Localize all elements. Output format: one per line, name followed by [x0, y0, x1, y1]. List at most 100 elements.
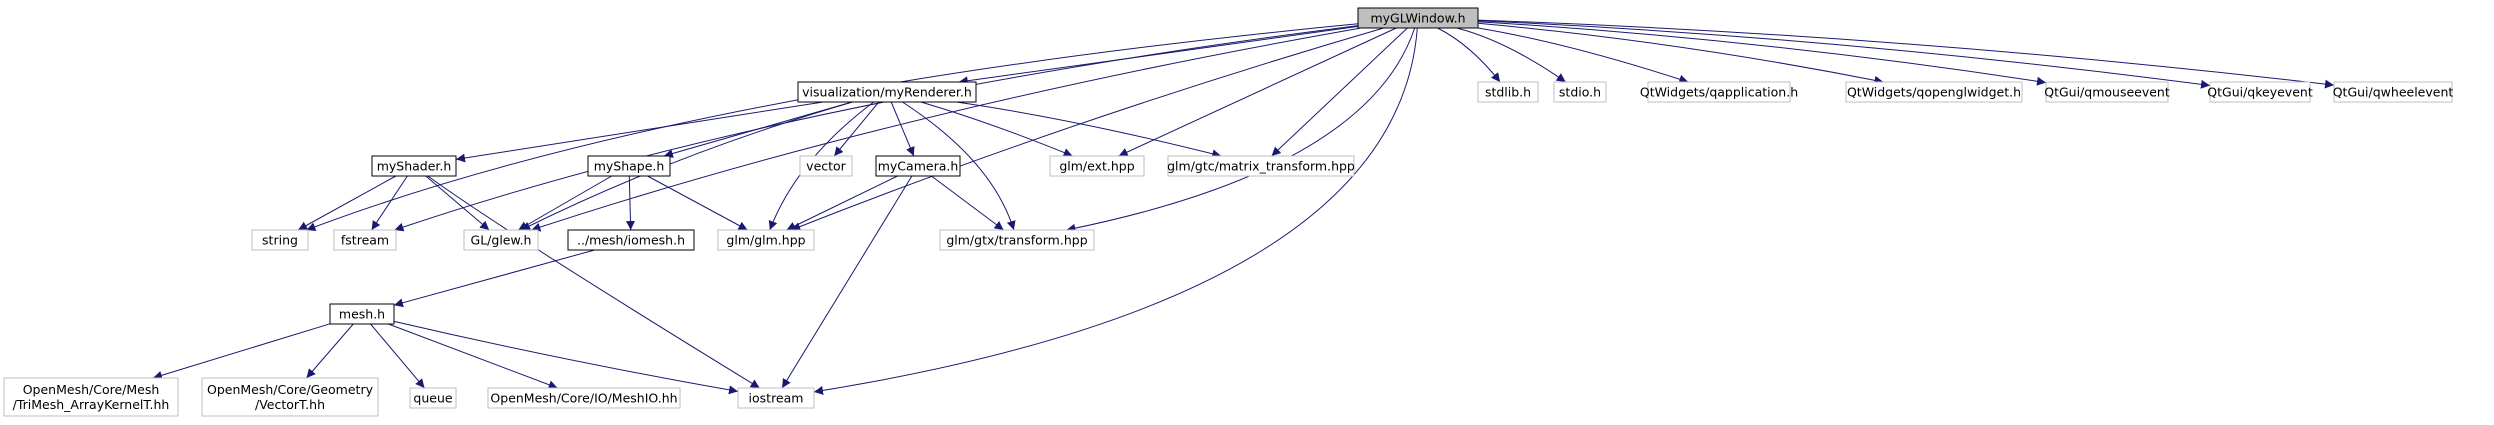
node-glew: GL/glew.h	[463, 229, 539, 251]
edge-root-to-glm	[791, 27, 1384, 231]
node-box-myshape	[587, 155, 671, 177]
node-label-myshader: myShader.h	[377, 159, 452, 174]
node-label-gtxtransform: glm/gtx/transform.hpp	[946, 233, 1087, 248]
node-label-mesh: mesh.h	[339, 307, 385, 322]
node-renderer[interactable]: visualization/myRenderer.h	[797, 81, 977, 103]
edge-myshader-to-fstream	[371, 175, 408, 231]
edge-mesh-to-meshio	[388, 323, 558, 390]
edge-root-to-matrixtransform	[1271, 27, 1408, 157]
edge-root-to-renderer	[958, 25, 1359, 86]
node-iostream: iostream	[737, 387, 815, 409]
edge-renderer-to-glmext	[920, 101, 1073, 157]
node-box-qmouseevent	[2045, 81, 2169, 103]
edge-root-to-glmext	[1118, 27, 1397, 157]
node-box-renderer	[797, 81, 977, 103]
node-box-root	[1357, 7, 1479, 29]
edge-myshader-to-glew	[425, 175, 490, 231]
node-box-qopenglwidget	[1845, 81, 2023, 103]
node-label-meshio: OpenMesh/Core/IO/MeshIO.hh	[490, 391, 677, 406]
node-myshape[interactable]: myShape.h	[587, 155, 671, 177]
node-qkeyevent: QtGui/qkeyevent	[2207, 81, 2313, 103]
node-label-queue: queue	[413, 391, 452, 406]
node-string: string	[251, 229, 309, 251]
node-box-qapplication	[1647, 81, 1791, 103]
edge-mycamera-to-gtxtransform	[931, 175, 1004, 231]
node-label-iostream: iostream	[749, 391, 804, 406]
node-label-root: myGLWindow.h	[1370, 11, 1465, 26]
node-label-vectort-line-2: /VectorT.hh	[255, 397, 325, 412]
node-gtxtransform: glm/gtx/transform.hpp	[939, 229, 1095, 251]
edge-mesh-to-vectort	[306, 323, 354, 379]
node-qopenglwidget: QtWidgets/qopenglwidget.h	[1845, 81, 2023, 103]
nodes-layer: myGLWindow.h visualization/myRenderer.h st…	[3, 7, 2453, 417]
node-glmext: glm/ext.hpp	[1049, 155, 1145, 177]
edge-root-to-gtxtransform	[1066, 27, 1416, 233]
node-label-glmext: glm/ext.hpp	[1059, 159, 1134, 174]
node-box-trimesh	[3, 377, 179, 417]
node-glm: glm/glm.hpp	[717, 229, 815, 251]
node-box-glm	[717, 229, 815, 251]
node-vector: vector	[799, 155, 853, 177]
node-box-qwheelevent	[2333, 81, 2453, 103]
node-qwheelevent: QtGui/qwheelevent	[2333, 81, 2453, 103]
node-fstream: fstream	[333, 229, 397, 251]
edge-root-to-glew	[531, 27, 1362, 232]
node-root[interactable]: myGLWindow.h	[1357, 7, 1479, 29]
node-matrixtransform: glm/gtc/matrix_transform.hpp	[1167, 155, 1355, 177]
node-box-stdlib	[1477, 81, 1539, 103]
node-qapplication: QtWidgets/qapplication.h	[1640, 81, 1798, 103]
node-qmouseevent: QtGui/qmouseevent	[2044, 81, 2170, 103]
node-box-iomesh	[567, 229, 695, 251]
edge-mesh-to-queue	[370, 323, 425, 389]
edge-renderer-to-vector	[833, 101, 880, 157]
node-box-glmext	[1049, 155, 1145, 177]
node-label-myshape: myShape.h	[594, 159, 665, 174]
node-mesh[interactable]: mesh.h	[329, 303, 395, 325]
edge-root-to-stdio	[1456, 27, 1566, 83]
node-box-glew	[463, 229, 539, 251]
edge-root-to-qopenglwidget	[1477, 22, 1884, 85]
node-box-iostream	[737, 387, 815, 409]
node-box-qkeyevent	[2209, 81, 2311, 103]
node-queue: queue	[409, 387, 457, 409]
edge-root-to-fstream	[394, 25, 1359, 232]
node-myshader[interactable]: myShader.h	[371, 155, 457, 177]
node-box-vector	[799, 155, 853, 177]
node-label-glm: glm/glm.hpp	[726, 233, 805, 248]
node-label-stdlib: stdlib.h	[1485, 85, 1531, 100]
node-vectort: OpenMesh/Core/Geometry/VectorT.hh	[201, 377, 379, 417]
edge-root-to-stdlib	[1437, 27, 1501, 83]
edge-root-to-iostream	[813, 27, 1418, 395]
edge-myshader-to-string	[297, 175, 397, 231]
node-label-qapplication: QtWidgets/qapplication.h	[1640, 85, 1798, 100]
node-box-string	[251, 229, 309, 251]
edge-renderer-to-matrixtransform	[956, 101, 1222, 159]
edge-iomesh-to-mesh	[393, 249, 595, 308]
node-label-glew: GL/glew.h	[471, 233, 532, 248]
node-label-qopenglwidget: QtWidgets/qopenglwidget.h	[1847, 85, 2021, 100]
node-label-mycamera: myCamera.h	[878, 159, 959, 174]
node-label-trimesh-line-1: OpenMesh/Core/Mesh	[23, 382, 160, 397]
edge-mesh-to-trimesh	[152, 323, 331, 380]
edge-root-to-qkeyevent	[1477, 20, 2211, 89]
node-box-vectort	[201, 377, 379, 417]
edge-mycamera-to-iostream	[781, 175, 913, 389]
node-label-matrixtransform: glm/gtc/matrix_transform.hpp	[1167, 159, 1355, 174]
node-iomesh[interactable]: ../mesh/iomesh.h	[567, 229, 695, 251]
node-box-matrixtransform	[1167, 155, 1355, 177]
node-box-meshio	[487, 387, 681, 409]
edge-myshape-to-glm	[647, 175, 748, 231]
node-label-vector: vector	[806, 159, 847, 174]
edge-myshader-to-iostream	[427, 175, 760, 389]
node-box-myshader	[371, 155, 457, 177]
node-stdio: stdio.h	[1553, 81, 1607, 103]
node-box-gtxtransform	[939, 229, 1095, 251]
edge-root-to-string	[306, 23, 1359, 232]
node-box-stdio	[1553, 81, 1607, 103]
node-box-mesh	[329, 303, 395, 325]
node-label-trimesh-line-2: /TriMesh_ArrayKernelT.hh	[13, 397, 170, 412]
edge-root-to-qwheelevent	[1477, 19, 2335, 89]
node-mycamera[interactable]: myCamera.h	[875, 155, 961, 177]
node-box-fstream	[333, 229, 397, 251]
